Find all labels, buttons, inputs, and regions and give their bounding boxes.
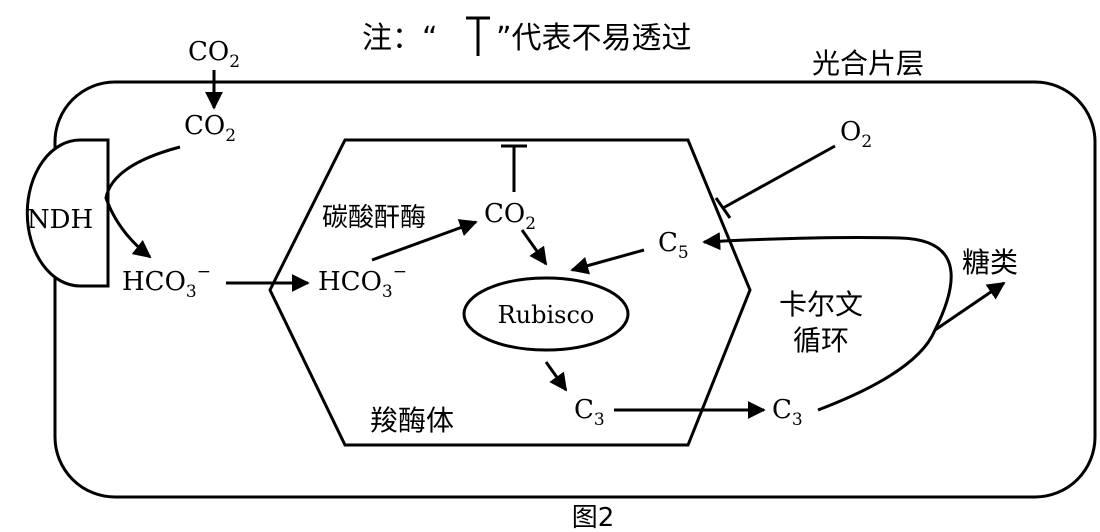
co2-carboxysome: CO2	[484, 199, 536, 234]
hco3-carboxysome: HCO3−	[318, 262, 407, 302]
calvin-cycle-label-line1: 卡尔文	[779, 288, 863, 321]
arrow-co2-to-hco3	[104, 145, 181, 259]
rubisco-enzyme	[462, 276, 630, 352]
legend-note-suffix: ”代表不易透过	[496, 21, 692, 56]
hco3-cytoplasm: HCO3−	[122, 262, 211, 302]
rubisco-label: Rubisco	[498, 301, 595, 329]
arrow-hco3-to-co2	[371, 219, 478, 262]
impermeable-symbol	[466, 16, 490, 56]
arrow-c5-to-rubisco	[570, 248, 645, 275]
o2: O2	[840, 117, 872, 152]
co2-impermeable-barrier	[501, 144, 527, 192]
c5: C5	[658, 228, 689, 263]
carboxysome-label: 羧酶体	[370, 404, 454, 437]
ndh-label: NDH	[27, 205, 93, 235]
arrow-co2-to-rubisco	[520, 229, 548, 266]
carboxysome-shell	[268, 138, 752, 447]
c3-inside: C3	[574, 395, 605, 430]
ndh-protein	[25, 138, 110, 288]
co2-inside: CO2	[184, 111, 236, 146]
co2-outside: CO2	[188, 37, 240, 72]
calvin-cycle-label-line2: 循环	[793, 324, 849, 357]
arrow-rubisco-to-c3	[544, 361, 568, 392]
calvin-cycle-loop	[702, 232, 953, 412]
figure-caption: 图2	[572, 503, 615, 532]
thylakoid-label: 光合片层	[812, 47, 924, 80]
arrow-to-sugar	[934, 281, 1006, 332]
carbonic-anhydrase-label: 碳酸酐酶	[322, 203, 426, 233]
sugar-label: 糖类	[962, 246, 1018, 279]
o2-impermeable-barrier	[714, 144, 836, 219]
c3-outside: C3	[772, 395, 803, 430]
thylakoid-membrane	[53, 80, 1097, 499]
legend-note-prefix: 注：“	[362, 21, 438, 56]
